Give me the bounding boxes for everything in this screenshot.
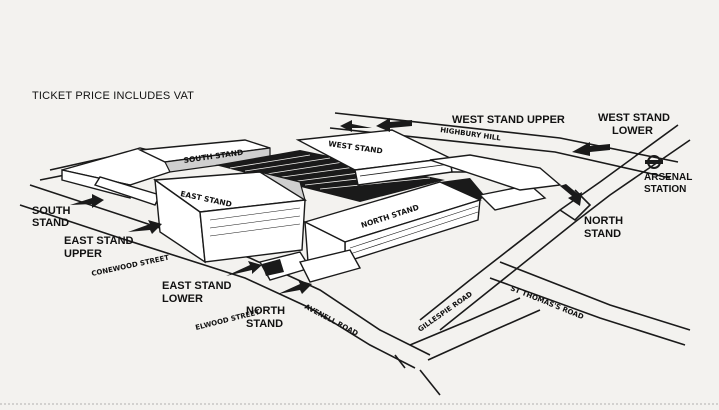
label-east-upper-2: UPPER — [64, 248, 102, 260]
stadium-buildings — [61, 129, 562, 283]
vat-notice: TICKET PRICE INCLUDES VAT — [32, 90, 195, 102]
label-station-1: ARSENAL — [644, 172, 692, 183]
street-gillespie: GILLESPIE ROAD — [417, 290, 475, 334]
underground-icon — [645, 155, 663, 169]
label-station-2: STATION — [644, 184, 686, 195]
label-north-bottom-2: STAND — [246, 318, 283, 330]
arrow-west-upper-2 — [340, 120, 372, 132]
label-west-stand-upper: WEST STAND UPPER — [452, 114, 565, 126]
street-conewood: CONEWOOD STREET — [91, 254, 170, 278]
arrow-north-bottom — [278, 280, 312, 294]
label-north-bottom-1: NORTH — [246, 305, 285, 317]
arrow-west-lower — [572, 142, 610, 156]
label-north-right-1: NORTH — [584, 215, 623, 227]
label-south-1: SOUTH — [32, 205, 71, 217]
arrow-east-upper — [128, 220, 162, 234]
label-west-stand-lower-2: LOWER — [612, 125, 653, 137]
arrow-west-upper-1 — [376, 118, 412, 132]
label-south-2: STAND — [32, 217, 69, 229]
label-east-upper-1: EAST STAND — [64, 235, 134, 247]
arrow-south — [70, 194, 104, 208]
street-avenell: AVENELL ROAD — [303, 303, 359, 338]
label-east-lower-2: LOWER — [162, 293, 203, 305]
label-east-lower-1: EAST STAND — [162, 280, 232, 292]
arrow-north-right — [560, 184, 582, 206]
arrow-east-lower — [226, 261, 262, 276]
entrance-arrows — [70, 118, 610, 294]
label-west-stand-lower-1: WEST STAND — [598, 112, 670, 124]
label-north-right-2: STAND — [584, 228, 621, 240]
